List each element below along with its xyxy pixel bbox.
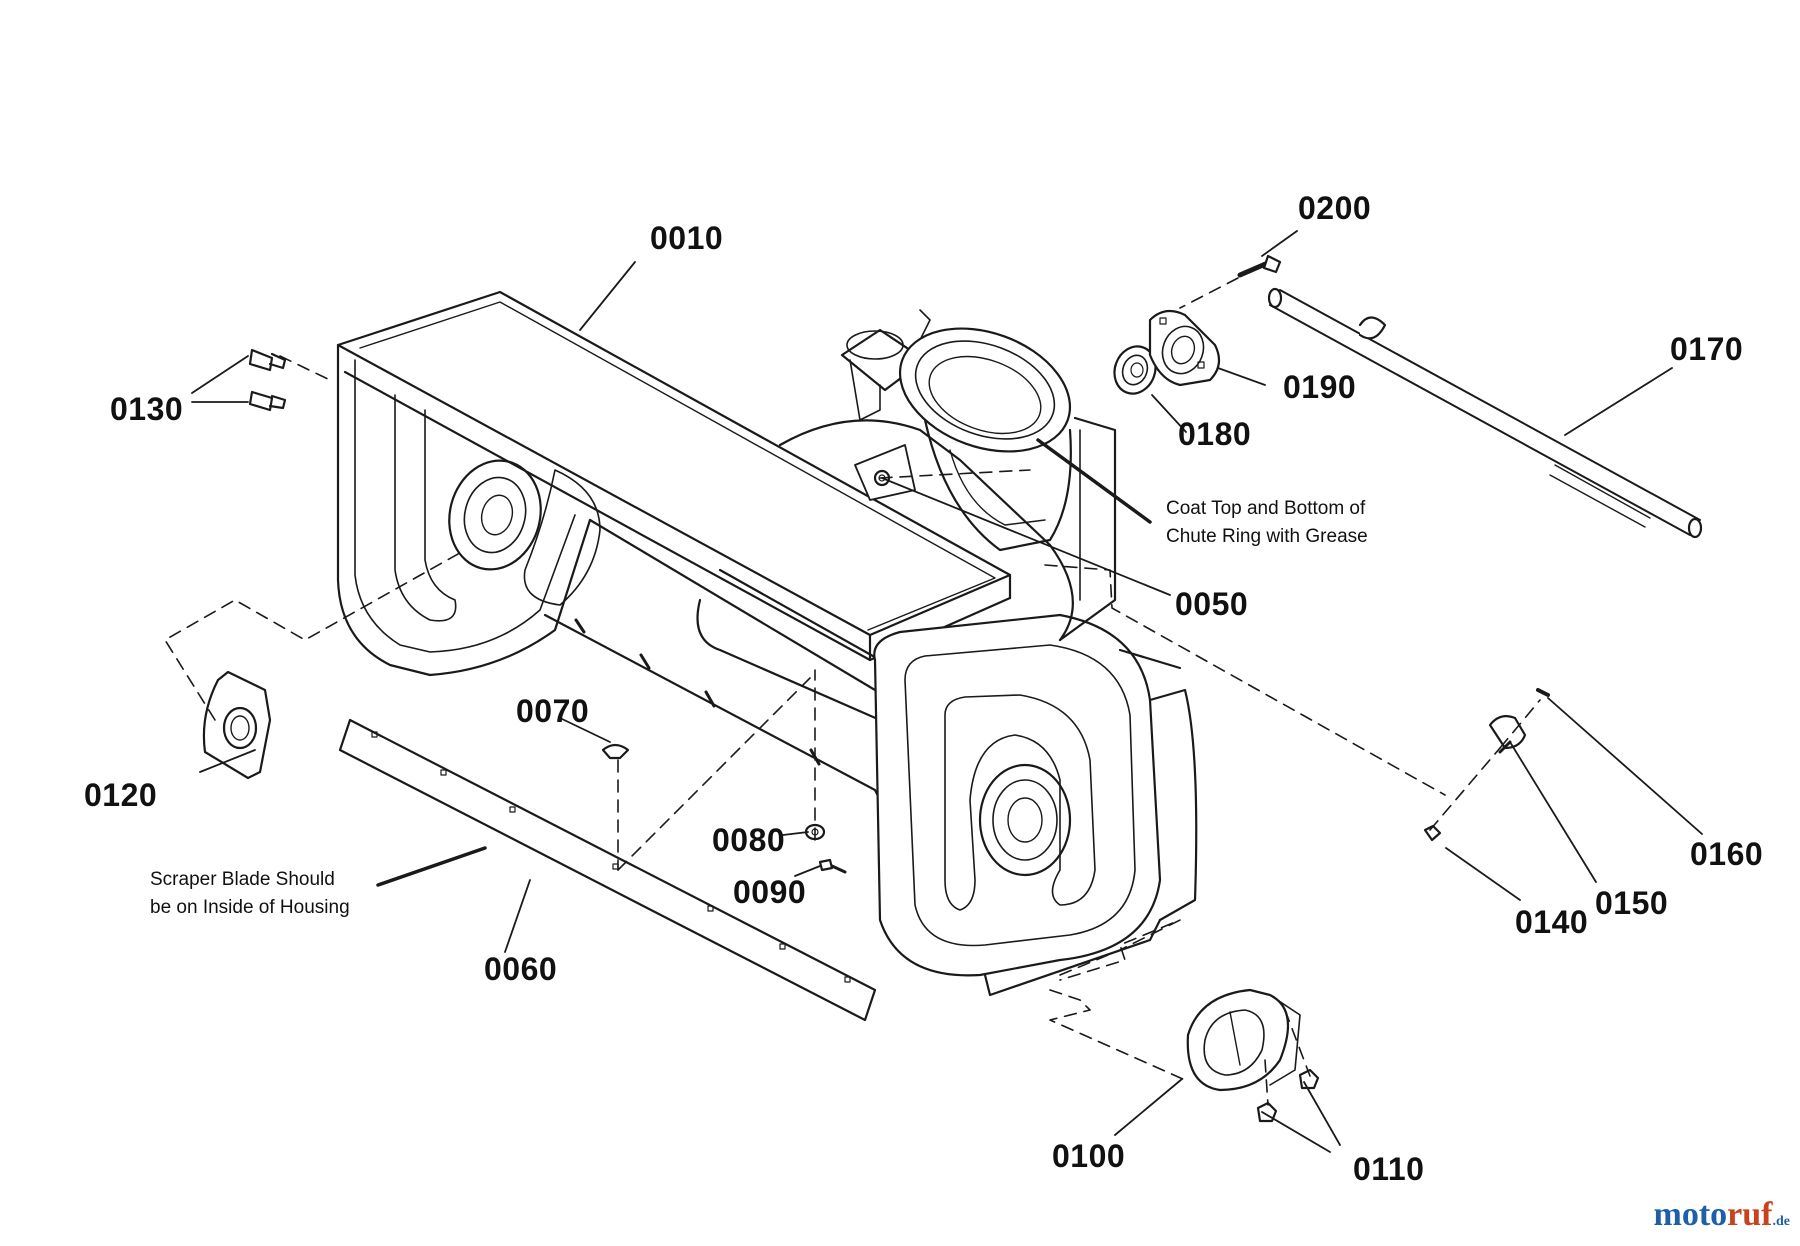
nuts-0110: [1256, 1068, 1320, 1123]
watermark-part-3: .de: [1772, 1214, 1791, 1229]
part-label-0170: 0170: [1670, 331, 1744, 367]
flange-0190: [1148, 309, 1221, 387]
part-label-0060: 0060: [484, 951, 558, 987]
chute-ring: [840, 309, 1072, 552]
part-label-0050: 0050: [1175, 586, 1249, 622]
part-label-0130: 0130: [110, 391, 184, 427]
hardware-0140-0160: [1423, 688, 1550, 842]
note-chute-line-1: Coat Top and Bottom of: [1166, 498, 1366, 519]
note-scraper-line-1: Scraper Blade Should: [150, 869, 335, 890]
part-label-0100: 0100: [1052, 1138, 1126, 1174]
part-label-0070: 0070: [516, 693, 590, 729]
bearing-0180: [1113, 345, 1157, 395]
part-label-0140: 0140: [1515, 904, 1589, 940]
assembly-lines: [164, 277, 1541, 1106]
bolt-0200: [1237, 254, 1282, 278]
bolts-0130: [248, 348, 287, 412]
note-scraper-blade: Scraper Blade Should be on Inside of Hou…: [150, 866, 350, 922]
watermark-part-1: moto: [1653, 1196, 1728, 1233]
part-label-0180: 0180: [1178, 416, 1252, 452]
leader-lines: [191, 230, 1703, 1153]
scraper-blade-0060: [338, 718, 877, 1022]
part-label-0120: 0120: [84, 777, 158, 813]
part-label-0160: 0160: [1690, 836, 1764, 872]
note-scraper-line-2: be on Inside of Housing: [150, 897, 350, 918]
part-label-0150: 0150: [1595, 885, 1669, 921]
part-label-0200: 0200: [1298, 190, 1372, 226]
shaft-0170: [1267, 287, 1703, 539]
watermark-part-2: ruf: [1727, 1196, 1773, 1233]
part-label-0110: 0110: [1353, 1151, 1425, 1187]
part-label-0080: 0080: [712, 822, 786, 858]
watermark-logo: motoruf.de: [1654, 1196, 1790, 1234]
bearing-flange-0120: [202, 670, 272, 780]
note-chute-grease: Coat Top and Bottom of Chute Ring with G…: [1166, 495, 1368, 551]
part-label-0090: 0090: [733, 874, 807, 910]
note-chute-line-2: Chute Ring with Grease: [1166, 526, 1368, 547]
housing-0010: [336, 290, 1198, 997]
part-label-0010: 0010: [650, 220, 724, 256]
skid-shoe-0100: [1186, 988, 1301, 1092]
part-label-0190: 0190: [1283, 369, 1357, 405]
